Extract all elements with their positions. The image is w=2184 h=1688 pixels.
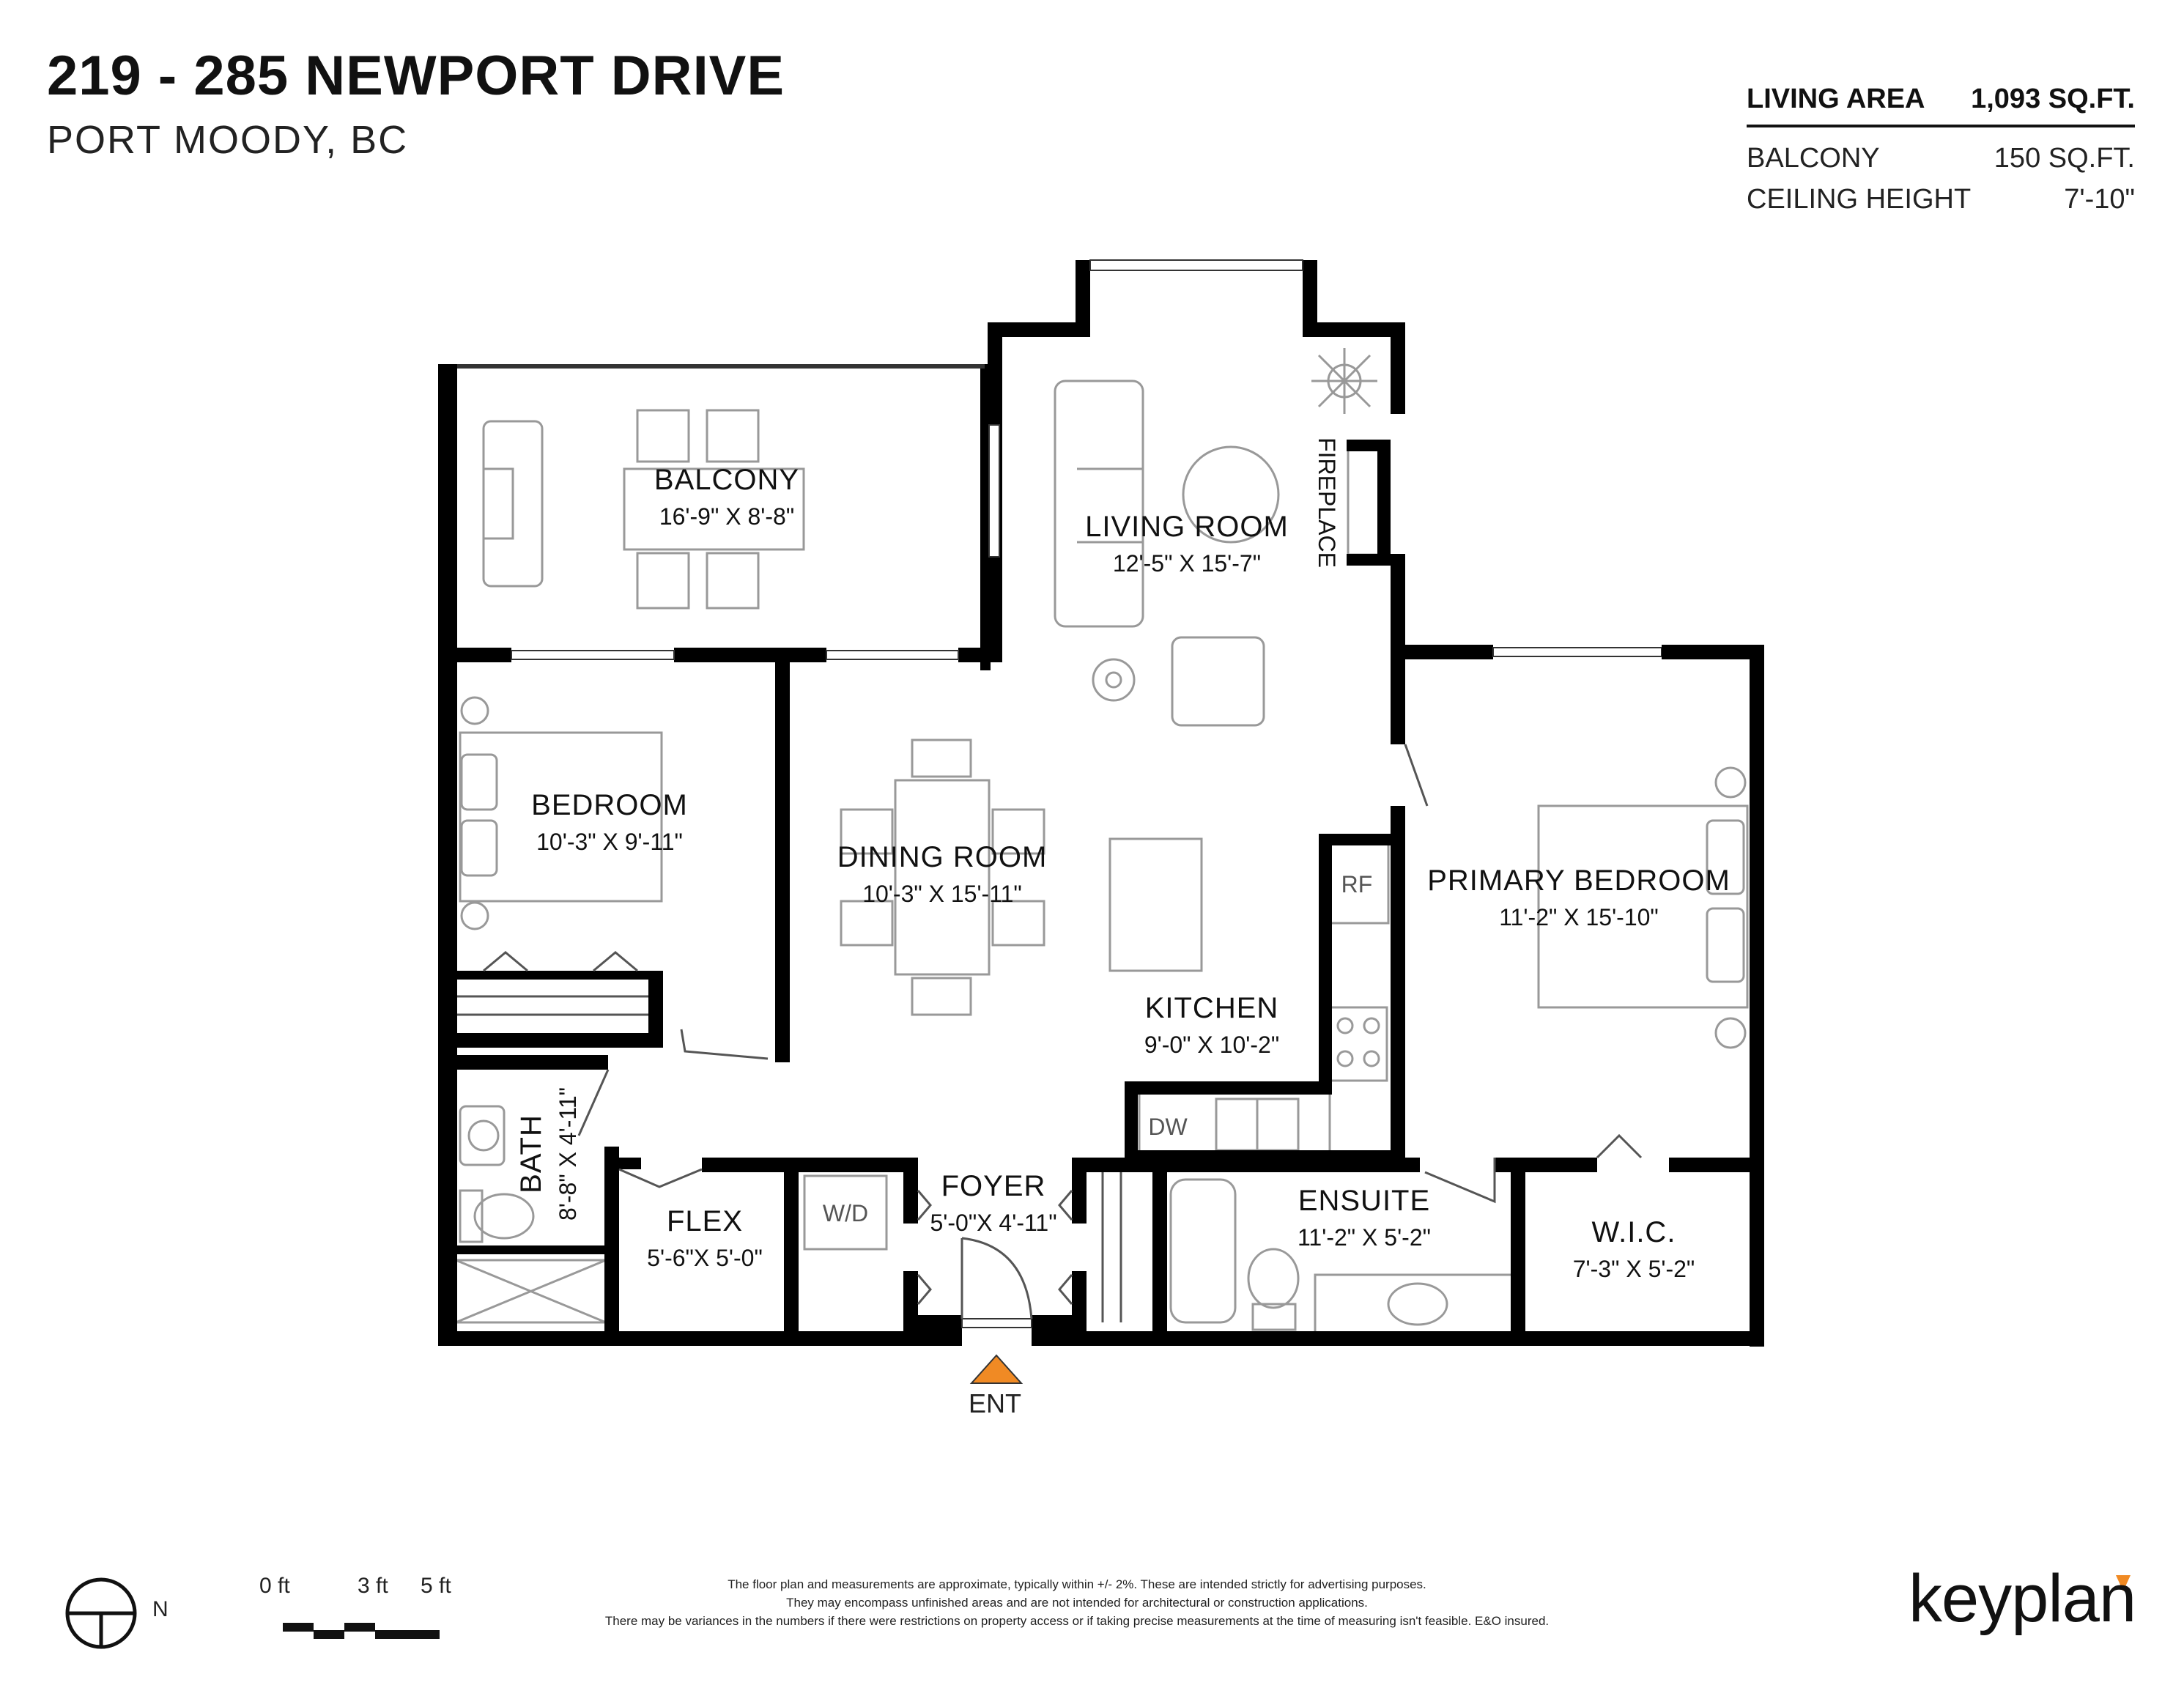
appliance-dw-label: DW [1148,1114,1188,1140]
patio-table-icon [623,467,805,551]
brand-logo: keyplan [1909,1561,2136,1636]
property-address: 219 - 285 NEWPORT DRIVE [47,45,785,107]
room-dims-wic: 7'-3" X 5'-2" [1573,1256,1695,1282]
disclaimer-line: The floor plan and measurements are appr… [728,1577,1426,1591]
area-stats: LIVING AREA 1,093 SQ.FT. BALCONY 150 SQ.… [1747,73,2135,220]
room-name-balcony: BALCONY [654,464,799,496]
stat-value: 7'-10" [2064,183,2135,215]
stat-value: 1,093 SQ.FT. [1971,83,2135,114]
north-arrow-icon [65,1577,137,1649]
logo-mark-icon [2116,1575,2131,1591]
room-dims-bath: 8'-8" X 4'-11" [555,1087,581,1221]
nightstand-lamp-icon [460,696,489,725]
door-swing [1424,1158,1496,1204]
appliance-wd-label: W/D [823,1200,868,1226]
room-dims-primary: 11'-2" X 15'-10" [1499,904,1659,930]
door-swing [1404,744,1429,807]
room-dims-foyer: 5'-0"X 4'-11" [930,1210,1056,1236]
stove-icon [1328,1006,1388,1082]
armchair-icon [1171,636,1265,727]
room-name-kitchen: KITCHEN [1145,992,1279,1024]
bed-icon [459,731,663,903]
primary-bed-icon [1537,804,1749,1009]
vanity-sink-icon [1387,1282,1448,1326]
property-city: PORT MOODY, BC [47,118,409,162]
fireplace-icon [1347,447,1380,556]
room-dims-living: 12'-5" X 15'-7" [1113,550,1261,577]
dining-chair-icon [991,808,1045,855]
room-name-living: LIVING ROOM [1085,511,1289,543]
kitchen-island-icon [1108,837,1203,972]
scale-label-5: 5 ft [421,1574,451,1598]
bathtub-icon [1169,1178,1237,1324]
room-name-bath: BATH [515,1114,547,1193]
room-name-wic: W.I.C. [1592,1216,1676,1248]
north-label: N [152,1597,169,1621]
entry-door-swing [960,1237,1033,1319]
toilet-tank-icon [459,1189,484,1243]
room-name-flex: FLEX [667,1205,743,1237]
appliance-rf-label: RF [1341,871,1373,897]
disclaimer-line: There may be variances in the numbers if… [604,1614,1550,1628]
room-name-fireplace: FIREPLACE [1314,437,1340,568]
patio-chair-icon [706,552,760,610]
stat-balcony: BALCONY 150 SQ.FT. [1747,138,2135,179]
dining-table-icon [894,779,991,976]
closet-door-swing [1058,1190,1073,1305]
room-name-ensuite: ENSUITE [1298,1185,1430,1217]
patio-chair-icon [636,409,690,463]
coffee-table-icon [1182,445,1280,544]
sofa-icon [1054,380,1144,628]
door-swing [680,1029,769,1060]
nightstand-lamp-icon [1714,766,1747,799]
walls-layer [438,259,1764,1347]
entrance-marker-icon [969,1354,1023,1384]
doors-layer [483,744,1643,1319]
entrance-label: ENT [969,1388,1021,1418]
toilet-icon [1247,1248,1300,1309]
scale-bar-icon [283,1623,440,1639]
room-dims-ensuite: 11'-2" X 5'-2" [1298,1224,1431,1251]
dining-chair-icon [840,900,894,947]
room-dims-flex: 5'-6"X 5'-0" [647,1245,763,1271]
nightstand-lamp-icon [460,901,489,930]
dining-chair-icon [991,900,1045,947]
nightstand-lamp-icon [1714,1017,1747,1049]
patio-chair-icon [706,409,760,463]
room-name-bedroom: BEDROOM [531,789,688,821]
room-name-foyer: FOYER [941,1170,1046,1202]
room-dims-bedroom: 10'-3" X 9'-11" [536,829,683,855]
toilet-icon [473,1193,535,1240]
washer-dryer-icon [803,1174,888,1251]
closet-door-swing [917,1190,932,1305]
room-dims-kitchen: 9'-0" X 10'-2" [1144,1032,1279,1058]
scale-label-0: 0 ft [259,1574,290,1598]
bath-sink-icon [459,1105,506,1166]
disclaimer: The floor plan and measurements are appr… [557,1575,1597,1630]
closet-door-swing [483,951,638,972]
stat-living-area: LIVING AREA 1,093 SQ.FT. [1747,73,2135,127]
scale-label-3: 3 ft [358,1574,388,1598]
plant-icon [1311,348,1377,414]
dining-chair-icon [840,808,894,855]
dining-chair-icon [911,738,972,778]
stat-value: 150 SQ.FT. [1994,142,2135,174]
stat-label: LIVING AREA [1747,83,1925,114]
room-name-primary: PRIMARY BEDROOM [1427,865,1730,897]
room-dims-balcony: 16'-9" X 8'-8" [659,503,794,530]
stat-label: CEILING HEIGHT [1747,183,1972,215]
dining-chair-icon [911,977,972,1016]
door-swing [1596,1133,1643,1159]
lamp-icon [1092,658,1136,702]
patio-chair-icon [636,552,690,610]
room-dims-dining: 10'-3" X 15'-11" [862,881,1022,907]
disclaimer-line: They may encompass unfinished areas and … [786,1596,1368,1610]
stat-label: BALCONY [1747,142,1880,174]
door-swing [618,1168,703,1188]
door-swing [577,1069,610,1136]
bbq-lid-icon [482,467,514,540]
stat-ceiling-height: CEILING HEIGHT 7'-10" [1747,179,2135,220]
room-name-dining: DINING ROOM [837,841,1048,873]
